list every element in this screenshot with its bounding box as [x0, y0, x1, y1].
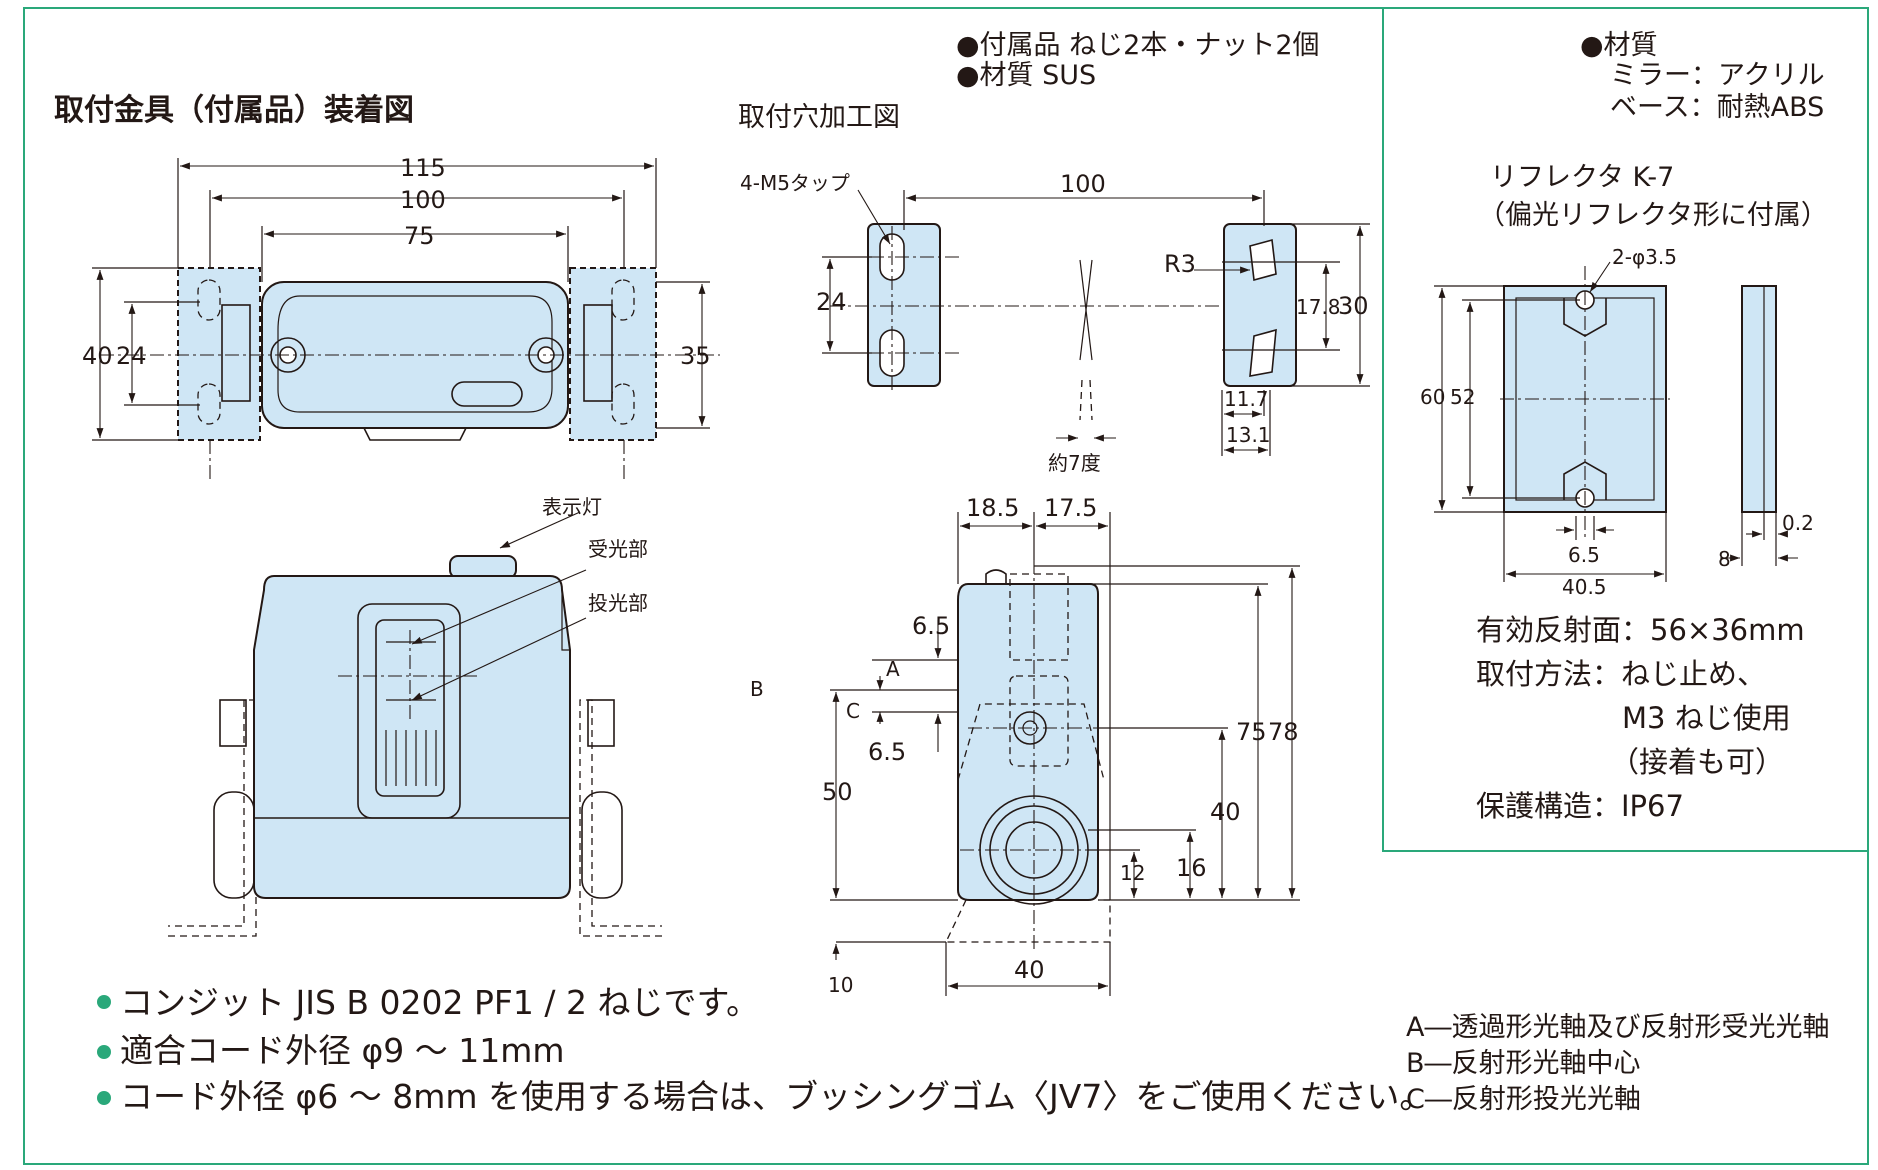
- receiver-label: 受光部: [588, 537, 648, 561]
- reflector-title: リフレクタ K-7: [1490, 162, 1674, 193]
- side-dim-78: 78: [1268, 718, 1299, 746]
- note-conduit: コンジット JIS B 0202 PF1 / 2 ねじです。: [120, 983, 759, 1022]
- sensor-body-front: [253, 575, 571, 899]
- note-cord-diameter: 適合コード外径 φ9 ～ 11mm: [120, 1031, 565, 1070]
- hole-drawing-title: 取付穴加工図: [738, 102, 900, 133]
- hole-dim-100: 100: [1060, 170, 1106, 198]
- spec-effective-surface: 有効反射面：56×36mm: [1476, 613, 1805, 647]
- reflector-dim-8: 8: [1718, 547, 1731, 571]
- side-body: [957, 583, 1099, 901]
- reflector-dim-0-2: 0.2: [1782, 511, 1814, 535]
- material-mirror: ミラー：アクリル: [1610, 60, 1825, 91]
- left-bracket: [177, 267, 261, 441]
- side-dim-40-height: 40: [1210, 798, 1241, 826]
- material-base: ベース：耐熱ABS: [1610, 92, 1824, 123]
- accessory-note-1: ●付属品 ねじ2本・ナット2個: [956, 30, 1320, 61]
- reflector-dim-60: 60: [1420, 385, 1445, 409]
- material-heading: ●材質: [1580, 30, 1658, 61]
- hole-dim-11-7: 11.7: [1224, 387, 1269, 411]
- hole-dim-17-8: 17.8: [1296, 295, 1341, 319]
- dim-24: 24: [116, 342, 147, 370]
- side-dim-16: 16: [1176, 854, 1207, 882]
- spec-m3-screw: M3 ねじ使用: [1622, 701, 1791, 735]
- hole-dim-24: 24: [816, 288, 847, 316]
- indicator-label: 表示灯: [542, 495, 602, 519]
- legend-b: B―反射形光軸中心: [1406, 1048, 1641, 1079]
- side-dim-10: 10: [828, 973, 853, 997]
- spec-protection: 保護構造：IP67: [1476, 789, 1684, 823]
- reflector-side: [1741, 285, 1777, 513]
- bullet-dot: [97, 995, 111, 1009]
- dim-40: 40: [82, 342, 113, 370]
- sensor-side-view: [830, 512, 1300, 996]
- reflector-dim-52: 52: [1450, 385, 1475, 409]
- axis-b-label: B: [750, 677, 764, 701]
- reflector-hole-label: 2-φ3.5: [1612, 245, 1677, 269]
- reflector-panel-frame: [1382, 8, 1868, 852]
- legend-a: A―透過形光軸及び反射形受光光軸: [1406, 1012, 1829, 1043]
- mounting-hole-drawing: [822, 189, 1370, 456]
- side-dim-6-5-bottom: 6.5: [868, 738, 906, 766]
- emitter-label: 投光部: [588, 591, 648, 615]
- spec-adhesive: （接着も可）: [1610, 745, 1784, 779]
- side-dim-17-5: 17.5: [1044, 494, 1097, 522]
- axis-a-label: A: [886, 657, 900, 681]
- hole-dim-30: 30: [1338, 292, 1369, 320]
- hole-dim-13-1: 13.1: [1226, 423, 1271, 447]
- spec-mounting-method: 取付方法：ねじ止め、: [1476, 657, 1766, 691]
- side-dim-75: 75: [1236, 718, 1267, 746]
- side-dim-50: 50: [822, 778, 853, 806]
- sensor-front-view: [168, 511, 662, 937]
- side-dim-40-width: 40: [1014, 956, 1045, 984]
- reflector-subtitle: （偏光リフレクタ形に付属）: [1478, 200, 1828, 231]
- dim-100: 100: [400, 186, 446, 214]
- r3-label: R3: [1164, 250, 1196, 278]
- accessory-note-2: ●材質 SUS: [956, 60, 1096, 91]
- axis-c-label: C: [846, 699, 860, 723]
- approx-angle-label: 約7度: [1048, 451, 1101, 475]
- right-bracket: [569, 267, 657, 441]
- bracket-top-view: [92, 158, 720, 480]
- note-bushing: コード外径 φ6 ～ 8mm を使用する場合は、ブッシングゴム〈JV7〉をご使用…: [120, 1077, 1432, 1116]
- tap-label: 4-M5タップ: [740, 171, 850, 195]
- dim-115: 115: [400, 154, 446, 182]
- bullet-dot: [97, 1045, 111, 1059]
- side-dim-6-5-top: 6.5: [912, 612, 950, 640]
- side-dim-18-5: 18.5: [966, 494, 1019, 522]
- reflector-dim-40-5: 40.5: [1562, 575, 1607, 599]
- reflector-dim-6-5: 6.5: [1568, 543, 1600, 567]
- dim-75: 75: [404, 222, 435, 250]
- side-dim-12: 12: [1120, 861, 1145, 885]
- dim-35: 35: [680, 342, 711, 370]
- bullet-dot: [97, 1091, 111, 1105]
- legend-c: C―反射形投光光軸: [1406, 1084, 1641, 1115]
- mount-bracket-title: 取付金具（付属品）装着図: [54, 93, 414, 128]
- outer-frame: [23, 7, 1869, 1165]
- reflector-drawing: [1434, 261, 1798, 582]
